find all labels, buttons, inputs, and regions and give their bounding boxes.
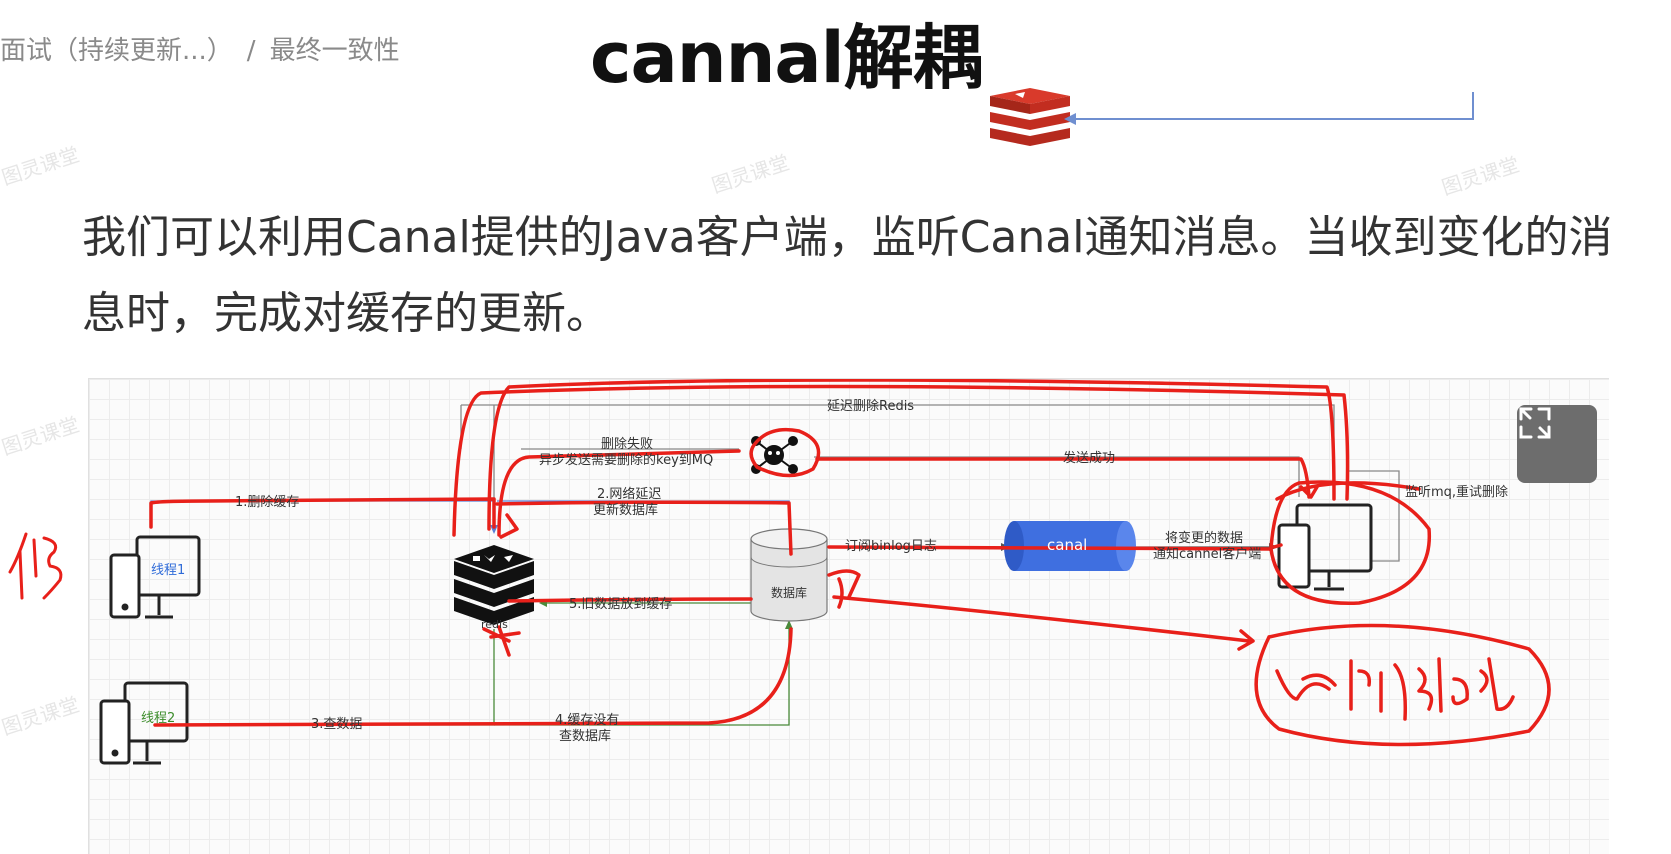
network-delay-label: 2.网络延迟 bbox=[597, 487, 662, 502]
thread1-device-icon bbox=[109, 535, 201, 619]
watermark-text: 图灵课堂 bbox=[1438, 152, 1523, 200]
breadcrumb-parent[interactable]: 面试（持续更新...） bbox=[0, 36, 233, 66]
breadcrumb: 面试（持续更新...） / 最终一致性 bbox=[0, 30, 400, 67]
query-data-label: 3.查数据 bbox=[311, 717, 363, 732]
thread2-label: 线程2 bbox=[141, 711, 176, 726]
database-label: 数据库 bbox=[771, 586, 808, 600]
thread1-label: 线程1 bbox=[151, 563, 186, 578]
canal-client-device-icon bbox=[1277, 503, 1373, 591]
description-paragraph: 我们可以利用Canal提供的Java客户端，监听Canal通知消息。当收到变化的… bbox=[82, 212, 1613, 339]
update-db-label: 更新数据库 bbox=[593, 503, 659, 518]
watermark-text: 图灵课堂 bbox=[0, 412, 83, 460]
breadcrumb-separator: / bbox=[246, 36, 256, 66]
expand-icon bbox=[1519, 407, 1551, 439]
delay-delete-connector bbox=[461, 404, 1335, 497]
send-success-label: 发送成功 bbox=[1063, 451, 1116, 466]
redis-icon bbox=[454, 545, 534, 625]
redis-logo-icon bbox=[985, 88, 1075, 152]
no-cache-label: 4.缓存没有 bbox=[555, 713, 620, 728]
canal-label: canal bbox=[1047, 536, 1088, 554]
watermark-text: 图灵课堂 bbox=[0, 692, 83, 740]
watermark-text: 图灵课堂 bbox=[708, 150, 793, 198]
mq-icon bbox=[751, 436, 798, 474]
old-data-label: 5.旧数据放到缓存 bbox=[569, 597, 673, 612]
query-data-arrow bbox=[185, 629, 495, 726]
delete-cache-label: 1.删除缓存 bbox=[235, 495, 300, 510]
delay-delete-label: 延迟删除Redis bbox=[827, 399, 915, 414]
expand-button[interactable] bbox=[1517, 405, 1597, 483]
redis-label: redis bbox=[481, 618, 508, 631]
architecture-diagram: 线程1 线程2 redis 数据库 canal 1.删除缓存 2.网络延迟 更新… bbox=[88, 378, 1609, 854]
top-connector-line bbox=[1075, 118, 1473, 120]
query-db-label: 查数据库 bbox=[559, 729, 612, 744]
thread2-device-icon bbox=[99, 681, 189, 765]
notify-data-label: 将变更的数据 bbox=[1165, 531, 1244, 546]
watermark-text: 图灵课堂 bbox=[0, 142, 83, 190]
top-connector-line-vertical bbox=[1472, 92, 1474, 120]
subscribe-binlog-label: 订阅binlog日志 bbox=[845, 539, 937, 554]
handwriting-xiu-icon bbox=[8, 532, 63, 600]
red-annotations bbox=[149, 379, 1551, 747]
query-db-arrow bbox=[494, 627, 790, 726]
canal-node bbox=[1004, 521, 1136, 571]
listen-mq-label: 监听mq,重试删除 bbox=[1405, 485, 1509, 500]
arrow-head-icon bbox=[1064, 113, 1076, 125]
page-title: cannal解耦 bbox=[590, 17, 983, 99]
notify-client-label: 通知cannel客户端 bbox=[1153, 547, 1262, 562]
delete-fail-label: 删除失败 bbox=[601, 437, 654, 452]
send-success-connector bbox=[814, 456, 1300, 497]
listen-mq-loop bbox=[1347, 470, 1400, 562]
delete-cache-arrow bbox=[150, 500, 495, 527]
async-send-label: 异步发送需要删除的key到MQ bbox=[539, 453, 714, 468]
breadcrumb-current: 最终一致性 bbox=[269, 36, 400, 66]
